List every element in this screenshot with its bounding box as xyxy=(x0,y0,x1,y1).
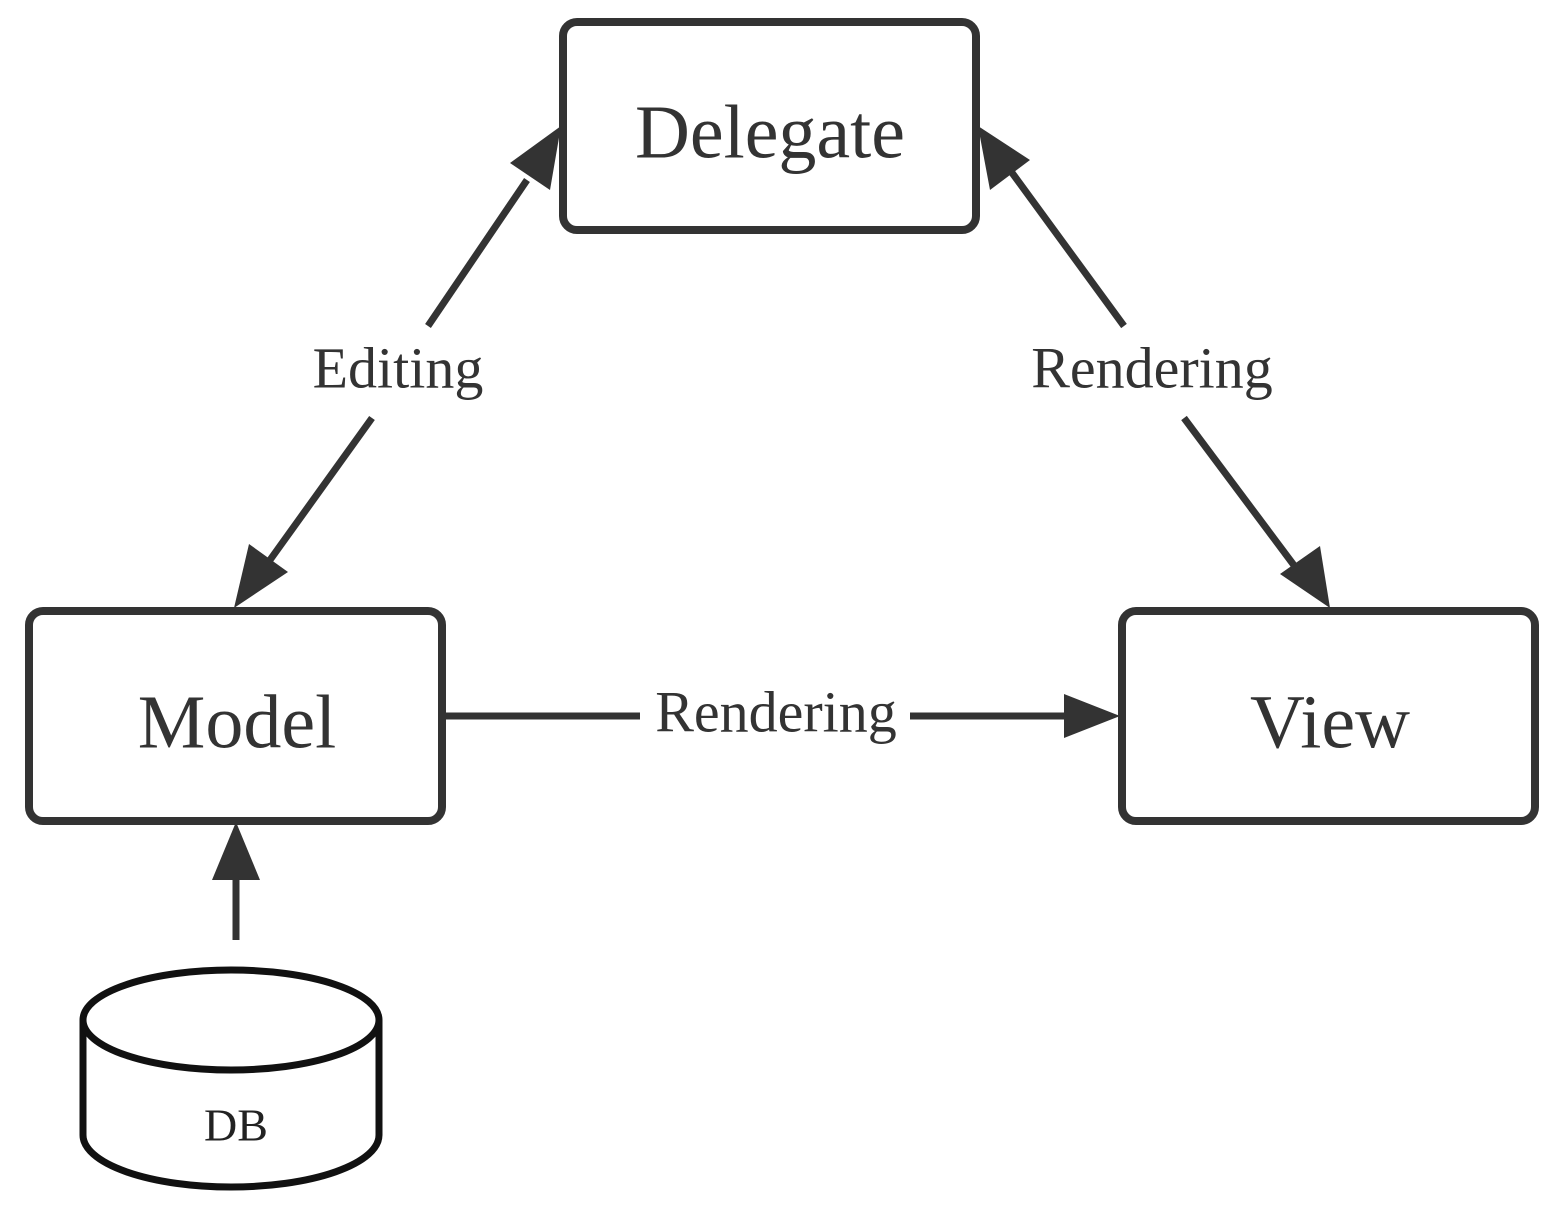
model-label: Model xyxy=(138,680,336,764)
delegate-label: Delegate xyxy=(635,90,905,174)
rendering-label-model-view: Rendering xyxy=(655,679,897,744)
rendering-arrowhead-to-delegate xyxy=(978,126,1030,190)
editing-arrowhead-to-model xyxy=(234,544,288,608)
db-label: DB xyxy=(204,1100,268,1151)
db-node: DB xyxy=(79,966,383,1191)
view-box xyxy=(1118,607,1539,825)
view-label: View xyxy=(1250,680,1410,764)
model-node: Model xyxy=(25,607,446,825)
view-node: View xyxy=(1118,607,1539,825)
edge-db-model xyxy=(212,822,260,940)
model-view-arrowhead xyxy=(1064,694,1120,738)
delegate-box xyxy=(559,18,980,234)
model-box xyxy=(25,607,446,825)
editing-label: Editing xyxy=(313,335,484,400)
editing-arrowhead-to-delegate xyxy=(510,126,561,190)
rendering-label-delegate-view: Rendering xyxy=(1031,335,1273,400)
edge-rendering-delegate-view: Rendering xyxy=(978,126,1330,608)
edge-rendering-model-view: Rendering xyxy=(446,679,1120,744)
db-cylinder-top xyxy=(79,966,383,1074)
rendering-line-lower xyxy=(1181,415,1299,571)
db-model-arrowhead xyxy=(212,822,260,880)
editing-line-lower xyxy=(267,415,375,563)
rendering-arrowhead-to-view xyxy=(1280,546,1330,608)
editing-line-upper xyxy=(425,178,530,328)
delegate-node: Delegate xyxy=(559,18,980,234)
edge-editing: Editing xyxy=(234,126,561,608)
rendering-line-upper xyxy=(1007,167,1127,329)
